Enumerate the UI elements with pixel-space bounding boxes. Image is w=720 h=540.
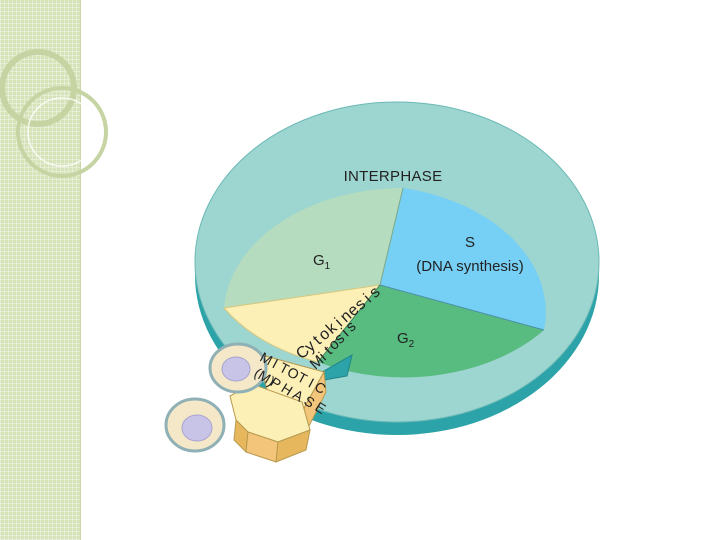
daughter-cell [164, 397, 226, 453]
s-phase-sublabel: (DNA synthesis) [416, 258, 524, 275]
g1-sector [224, 188, 403, 308]
decorative-circles [0, 49, 108, 178]
s-phase-label: S [465, 234, 475, 251]
s-phase-sector [380, 188, 546, 330]
dividing-cell [208, 342, 268, 394]
mitosis-wedge [223, 284, 382, 363]
mitotic-phase-arrows [229, 353, 327, 463]
g2-label: G2 [397, 330, 415, 350]
interphase-label: INTERPHASE [344, 168, 443, 185]
mitotic-label-char: I [270, 355, 281, 371]
phase-pie [223, 187, 546, 378]
mitotic-label-char: I [306, 375, 317, 391]
g2-sector [318, 285, 544, 378]
g1-label: G1 [313, 252, 331, 272]
